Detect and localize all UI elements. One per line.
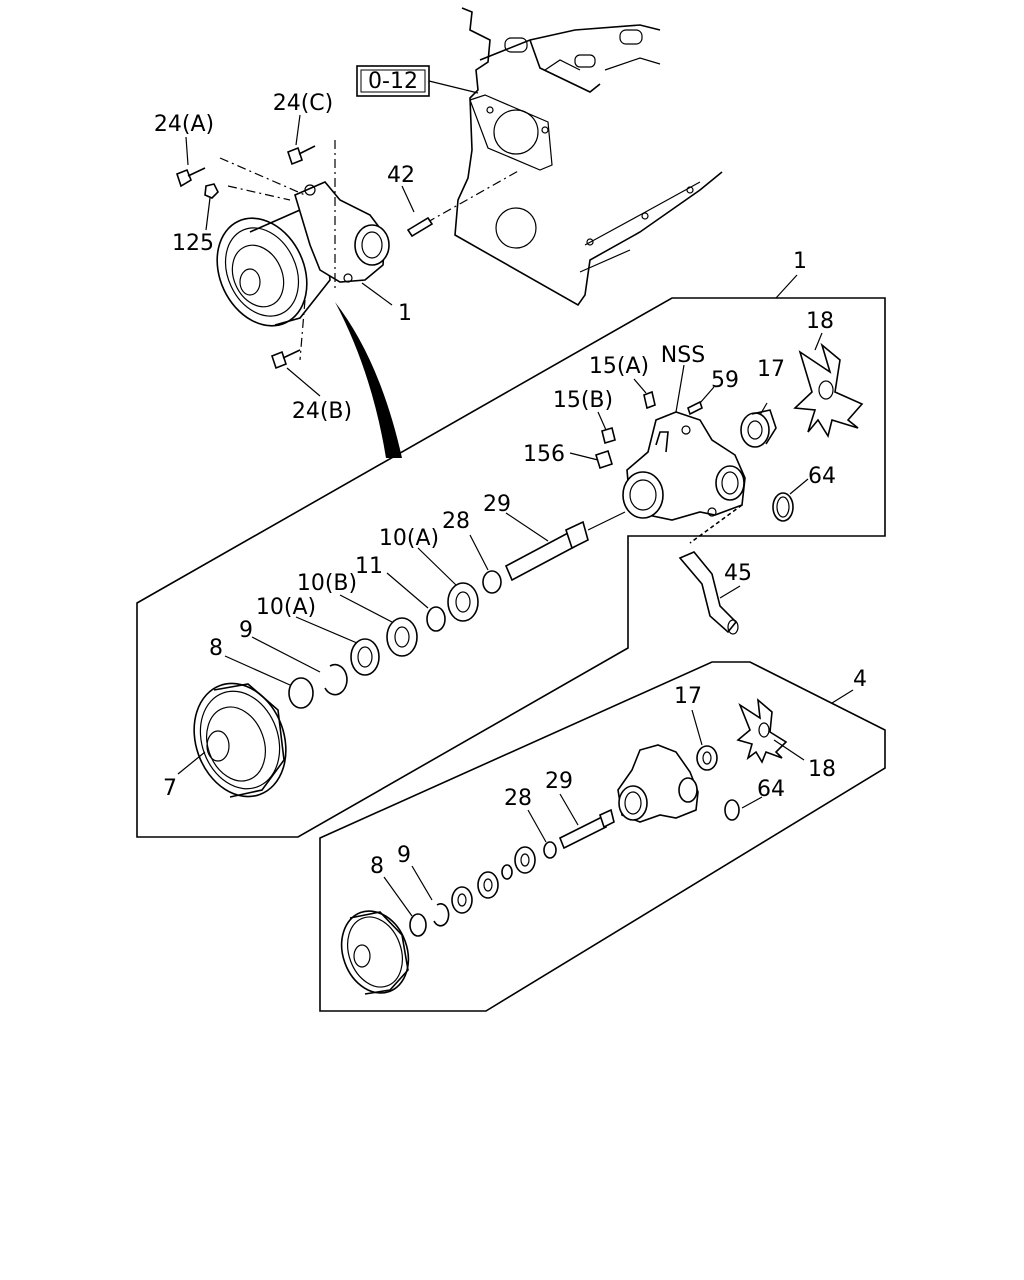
plug-15a: [643, 390, 656, 410]
pulley-7: [193, 682, 287, 798]
detail-box-1: [136, 274, 886, 838]
seal-17-lower: [696, 745, 718, 771]
label-9-lower: 9: [397, 843, 411, 868]
assembly-arrow: [335, 302, 402, 458]
label-64-upper: 64: [808, 464, 836, 489]
label-18-lower: 18: [808, 757, 836, 782]
label-10a-upper: 10(A): [379, 526, 439, 551]
spacer-lower: [501, 864, 513, 880]
o-ring-64-lower: [724, 799, 740, 821]
label-64-lower: 64: [757, 777, 785, 802]
label-1-top: 1: [398, 301, 412, 326]
engine-block: [454, 7, 723, 307]
label-28-lower: 28: [504, 786, 532, 811]
plug-15b: [601, 426, 616, 445]
label-24b: 24(B): [292, 399, 352, 424]
label-18-upper: 18: [806, 309, 834, 334]
label-1-box: 1: [793, 249, 807, 274]
snap-ring-9: [324, 663, 348, 696]
label-29-upper: 29: [483, 492, 511, 517]
label-29-lower: 29: [545, 769, 573, 794]
label-15a: 15(A): [589, 354, 649, 379]
label-45: 45: [724, 561, 752, 586]
label-7: 7: [163, 776, 177, 801]
label-24a: 24(A): [154, 112, 214, 137]
reference-box: 0-12: [356, 65, 479, 97]
label-9-upper: 9: [239, 618, 253, 643]
label-156: 156: [523, 442, 565, 467]
snap-ring-9-lower: [433, 903, 450, 927]
bearing-10a-lower: [350, 638, 380, 676]
shaft-29: [504, 511, 626, 582]
label-11: 11: [355, 554, 383, 579]
impeller-18: [793, 342, 864, 439]
spacer-11: [426, 606, 446, 632]
retaining-ring-8: [288, 677, 314, 709]
bearing-10b: [386, 617, 418, 657]
o-ring-64: [772, 492, 794, 522]
label-28-upper: 28: [442, 509, 470, 534]
label-17-upper: 17: [757, 357, 785, 382]
reference-box-label: 0-12: [368, 69, 418, 94]
label-8-upper: 8: [209, 636, 223, 661]
label-15b: 15(B): [553, 388, 613, 413]
label-10b: 10(B): [297, 571, 357, 596]
pump-housing: [622, 411, 746, 521]
impeller-18-lower: [736, 698, 788, 764]
pin-59: [687, 400, 703, 416]
detail-box-4: [319, 661, 886, 1012]
label-nss: NSS: [661, 343, 705, 368]
washer-28-lower: [543, 841, 557, 859]
washer-28: [482, 570, 502, 594]
label-42: 42: [387, 163, 415, 188]
shaft-29-lower: [558, 808, 615, 850]
bearing-lower-2: [477, 871, 499, 899]
stud-42: [406, 216, 434, 238]
pump-assembly-view: [176, 114, 521, 397]
bearing-lower-3: [514, 846, 536, 874]
pump-housing-lower: [617, 744, 699, 823]
bolt-24b: [271, 349, 301, 370]
bearing-10a-upper: [447, 582, 479, 622]
bolt-24a: [176, 167, 206, 188]
pipe-45: [678, 504, 743, 635]
label-8-lower: 8: [370, 854, 384, 879]
label-24c: 24(C): [273, 91, 334, 116]
callout-labels: 24(A) 24(C) 42 125 1 24(B) 1 18 15(A) NS…: [154, 91, 867, 879]
label-10a-lower: 10(A): [256, 595, 316, 620]
label-125: 125: [172, 231, 214, 256]
bearing-lower-1: [451, 886, 473, 914]
retaining-ring-8-lower: [409, 913, 427, 937]
pulley-lower: [340, 910, 410, 995]
label-4: 4: [853, 667, 867, 692]
seal-17: [740, 409, 777, 448]
bushing-156: [595, 449, 613, 470]
label-59: 59: [711, 368, 739, 393]
nut-125: [204, 183, 219, 199]
label-17-lower: 17: [674, 684, 702, 709]
bolt-24c: [287, 145, 316, 166]
